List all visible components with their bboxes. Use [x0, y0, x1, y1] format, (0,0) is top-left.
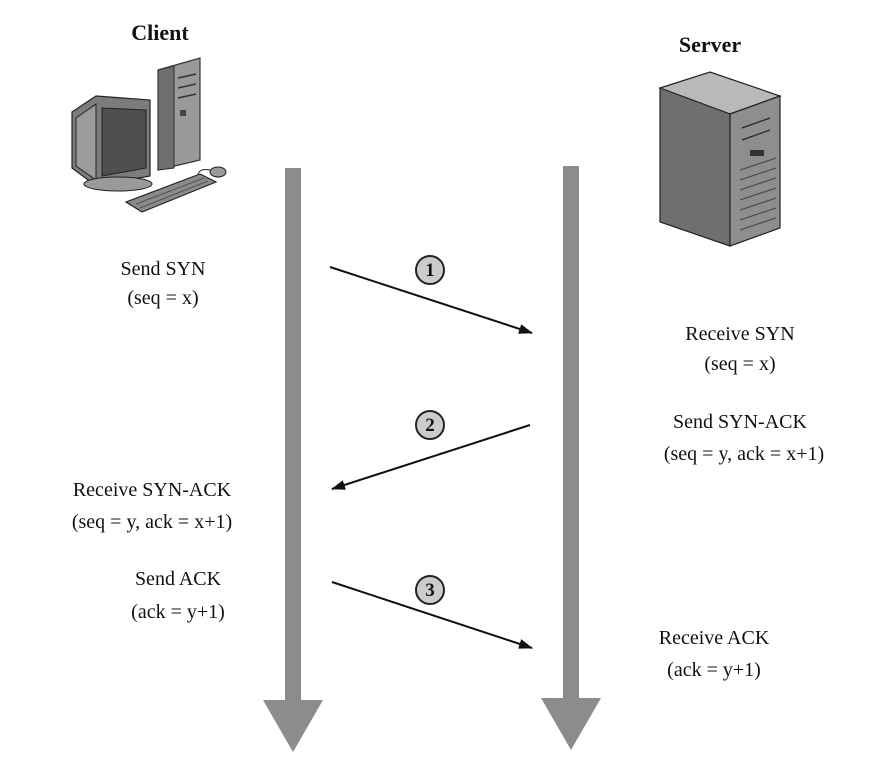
step-1-number: 1	[425, 260, 435, 281]
desktop-computer-icon	[71, 57, 227, 213]
step-1-send-label: Send SYN	[120, 258, 205, 280]
step-1-arrow	[329, 266, 533, 334]
client-timeline	[263, 168, 323, 752]
step-3-send-detail: (ack = y+1)	[131, 601, 225, 623]
step-2-receive-label: Receive SYN-ACK	[73, 479, 232, 501]
step-3-send-label: Send ACK	[135, 568, 222, 590]
client-heading: Client	[131, 20, 189, 45]
step-3-receive-detail: (ack = y+1)	[667, 659, 761, 681]
server-timeline	[541, 166, 601, 750]
step-1-send-detail: (seq = x)	[127, 287, 198, 309]
step-2-receive-detail: (seq = y, ack = x+1)	[72, 511, 232, 533]
step-2-arrow	[331, 424, 531, 490]
step-3-arrow	[331, 581, 533, 649]
step-1-receive-label: Receive SYN	[685, 323, 794, 345]
step-3-number: 3	[425, 580, 435, 601]
server-heading: Server	[679, 32, 742, 57]
step-2-number: 2	[425, 415, 435, 436]
step-3-badge: 3	[415, 575, 445, 605]
step-3-receive-label: Receive ACK	[659, 627, 770, 649]
step-1-receive-detail: (seq = x)	[704, 353, 775, 375]
server-tower-icon	[658, 71, 782, 247]
step-2-send-label: Send SYN-ACK	[673, 411, 807, 433]
step-2-send-detail: (seq = y, ack = x+1)	[664, 443, 824, 465]
step-1-badge: 1	[415, 255, 445, 285]
step-2-badge: 2	[415, 410, 445, 440]
